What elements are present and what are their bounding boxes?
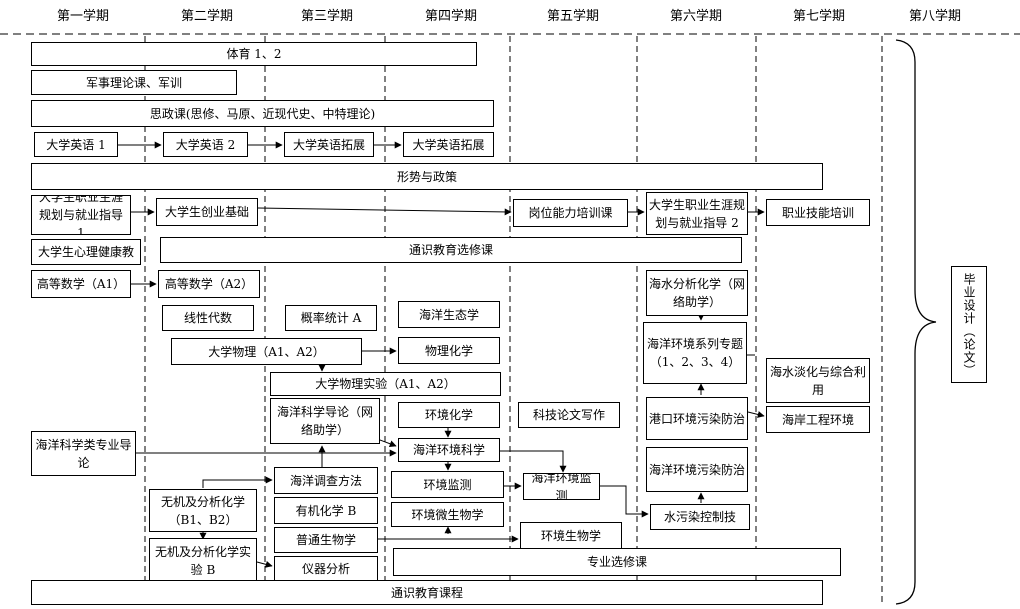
course-math-a1: 高等数学（A1） xyxy=(31,270,131,298)
course-psychology: 大学生心理健康教 xyxy=(31,239,141,265)
course-english-ext-3: 大学英语拓展 xyxy=(284,132,374,157)
course-pe: 体育 1、2 xyxy=(31,42,477,66)
course-math-a2: 高等数学（A2） xyxy=(158,270,260,298)
course-english-2: 大学英语 2 xyxy=(163,132,248,157)
course-water-pollution: 水污染控制技 xyxy=(650,504,750,530)
course-inorganic-lab: 无机及分析化学实验 B xyxy=(149,538,257,583)
course-prob-stats: 概率统计 A xyxy=(285,305,377,331)
semester-header-2: 第二学期 xyxy=(180,9,233,24)
course-thesis: 毕业设计（论文） xyxy=(951,266,987,383)
course-general-bio: 普通生物学 xyxy=(274,527,378,553)
course-skills: 职业技能培训 xyxy=(766,199,870,226)
course-marine-env-series: 海洋环境系列专题（1、2、3、4） xyxy=(643,322,747,384)
course-major-intro: 海洋科学类专业导论 xyxy=(31,431,136,476)
course-physics-lab: 大学物理实验（A1、A2） xyxy=(270,372,501,396)
course-ocean-survey: 海洋调查方法 xyxy=(274,467,378,494)
course-career-2: 大学生职业生涯规划与就业指导 2 xyxy=(646,192,748,235)
course-marine-env-monitor: 海洋环境监测 xyxy=(523,473,600,500)
course-physics: 大学物理（A1、A2） xyxy=(171,338,362,365)
course-env-bio: 环境生物学 xyxy=(520,522,622,549)
course-general-edu: 通识教育课程 xyxy=(31,580,823,605)
course-phys-chem: 物理化学 xyxy=(398,337,500,364)
course-post-ability: 岗位能力培训课 xyxy=(513,199,628,227)
course-innovation: 大学生创业基础 xyxy=(156,198,258,226)
course-general-elective: 通识教育选修课 xyxy=(160,237,742,263)
course-marine-pollution: 海洋环境污染防治 xyxy=(646,447,748,492)
semester-header-1: 第一学期 xyxy=(56,9,109,24)
course-seawater-analysis: 海水分析化学（网络助学） xyxy=(646,270,748,316)
course-env-monitor: 环境监测 xyxy=(391,471,504,498)
course-marine-env-sci: 海洋环境科学 xyxy=(398,438,500,462)
course-env-micro: 环境微生物学 xyxy=(391,502,504,527)
semester-header-5: 第五学期 xyxy=(546,9,599,24)
course-career-1: 大学生职业生涯规划与就业指导 1 xyxy=(31,195,131,235)
course-harbor-pollution: 港口环境污染防治 xyxy=(646,397,748,440)
thesis-brace xyxy=(895,39,937,605)
course-english-ext-4: 大学英语拓展 xyxy=(403,132,494,157)
course-instrument: 仪器分析 xyxy=(274,556,378,581)
course-politics: 思政课(思修、马原、近现代史、中特理论) xyxy=(31,100,494,127)
course-desalination: 海水淡化与综合利用 xyxy=(766,358,870,403)
course-situation: 形势与政策 xyxy=(31,163,823,190)
connector-arrows xyxy=(118,141,765,568)
semester-header-4: 第四学期 xyxy=(424,9,477,24)
course-sci-writing: 科技论文写作 xyxy=(518,402,620,428)
semester-header-7: 第七学期 xyxy=(792,9,845,24)
semester-header-3: 第三学期 xyxy=(300,9,353,24)
course-linear-algebra: 线性代数 xyxy=(162,305,254,331)
course-organic-chem: 有机化学 B xyxy=(274,497,378,524)
course-coastal-env: 海岸工程环境 xyxy=(766,406,870,433)
course-inorganic-chem: 无机及分析化学（B1、B2） xyxy=(149,489,257,532)
course-env-chem: 环境化学 xyxy=(398,402,500,428)
course-english-1: 大学英语 1 xyxy=(34,132,118,157)
course-intro-marine-sci: 海洋科学导论（网络助学） xyxy=(270,398,380,444)
semester-header-8: 第八学期 xyxy=(908,9,961,24)
course-major-elective: 专业选修课 xyxy=(393,548,841,576)
semester-header-6: 第六学期 xyxy=(669,9,722,24)
course-military: 军事理论课、军训 xyxy=(31,70,237,95)
course-marine-ecology: 海洋生态学 xyxy=(398,301,500,328)
